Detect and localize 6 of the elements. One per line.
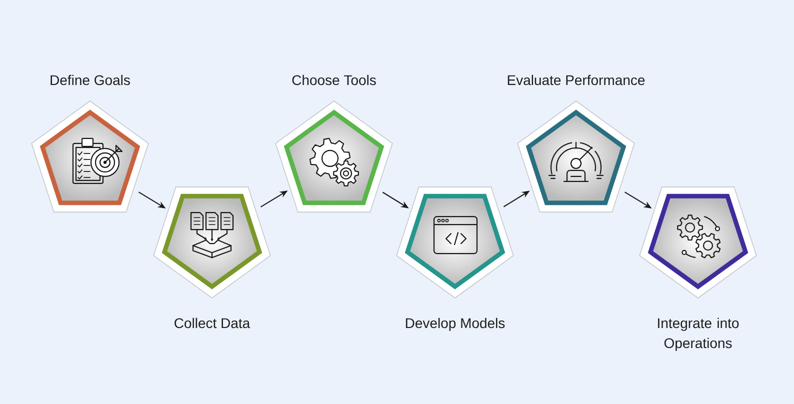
step-label: Choose Tools xyxy=(292,74,376,86)
step-label: Define Goals xyxy=(50,74,130,86)
step-label: Develop Models xyxy=(406,318,505,331)
step-label: Integrate into Operations xyxy=(658,318,739,351)
step-label: Collect Data xyxy=(174,318,250,328)
step-label: Evaluate Performance xyxy=(508,74,645,86)
